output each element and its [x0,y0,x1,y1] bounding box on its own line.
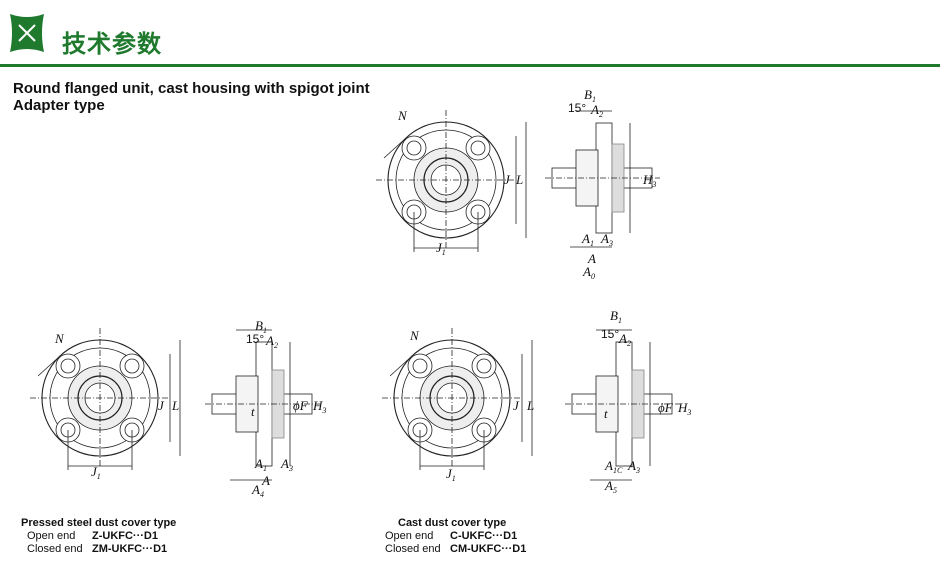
logo-icon [10,14,44,52]
label-a3: A3 [280,456,293,473]
bolt-boss [471,353,497,379]
label-a2: A2 [265,333,278,350]
label-a2: A2 [618,331,631,348]
bolt-boss [119,353,145,379]
label-j1: J1 [91,464,101,481]
label-j: J [513,398,520,413]
label-angle: 15° [246,332,264,346]
label-a1c: A1C [604,458,623,475]
label-a1: A1 [254,456,267,473]
label-a: A [587,251,596,266]
closed-end-label: Closed end [385,543,441,555]
label-angle: 15° [601,327,619,341]
cast-cover-note: Cast dust cover type Open end C-UKFC···D1… [385,517,526,556]
bolt-hole [412,358,428,374]
open-end-code: Z-UKFC···D1 [92,530,158,542]
pressed-steel-note: Pressed steel dust cover type Open end Z-… [21,517,176,556]
bolt-boss [55,353,81,379]
bolt-boss [407,353,433,379]
label-h3: H3 [312,398,326,415]
closed-end-code: CM-UKFC···D1 [450,543,527,555]
leader-line [383,137,407,159]
closed-end-code: ZM-UKFC···D1 [92,543,168,555]
label-t: t [604,406,608,421]
note-title: Cast dust cover type [398,517,507,529]
label-b1: B1 [610,308,622,325]
label-n: N [54,331,65,346]
label-b1: B1 [584,87,596,104]
label-b1: B1 [255,318,267,335]
label-h3: H3 [642,172,656,189]
label-angle: 15° [568,101,586,115]
bolt-boss [401,135,427,161]
header-divider [0,64,940,67]
label-n: N [409,328,420,343]
label-l: L [171,398,179,413]
label-phi-f: ϕF [293,398,309,413]
open-end-code: C-UKFC···D1 [450,530,518,542]
label-a: A [261,473,270,488]
bolt-hole [60,358,76,374]
label-n: N [397,108,408,123]
label-t: t [251,404,255,419]
label-j: J [504,172,511,187]
label-l: L [515,172,523,187]
bolt-hole [406,140,422,156]
label-h3: H3 [677,400,691,417]
label-a5: A5 [604,478,617,495]
bolt-hole [124,358,140,374]
label-a0: A0 [582,264,595,281]
product-subtitle: Adapter type [13,97,105,114]
leader-line [389,355,413,377]
label-a4: A4 [251,482,264,499]
product-title: Round flanged unit, cast housing with sp… [13,80,370,97]
note-title: Pressed steel dust cover type [21,517,177,529]
label-a2: A2 [590,102,603,119]
bolt-hole [476,358,492,374]
leader-line [37,355,61,377]
closed-end-label: Closed end [27,543,83,555]
label-l: L [526,398,534,413]
label-a1: A1 [581,231,594,248]
bolt-boss [465,135,491,161]
label-phi-f: ϕF [658,400,674,415]
label-j1: J1 [446,466,456,483]
label-j1: J1 [436,240,446,257]
label-a3: A3 [600,231,613,248]
open-end-label: Open end [385,530,434,542]
open-end-label: Open end [27,530,76,542]
bolt-hole [470,140,486,156]
label-j: J [158,398,165,413]
label-a3: A3 [627,458,640,475]
page-title: 技术参数 [62,31,162,58]
